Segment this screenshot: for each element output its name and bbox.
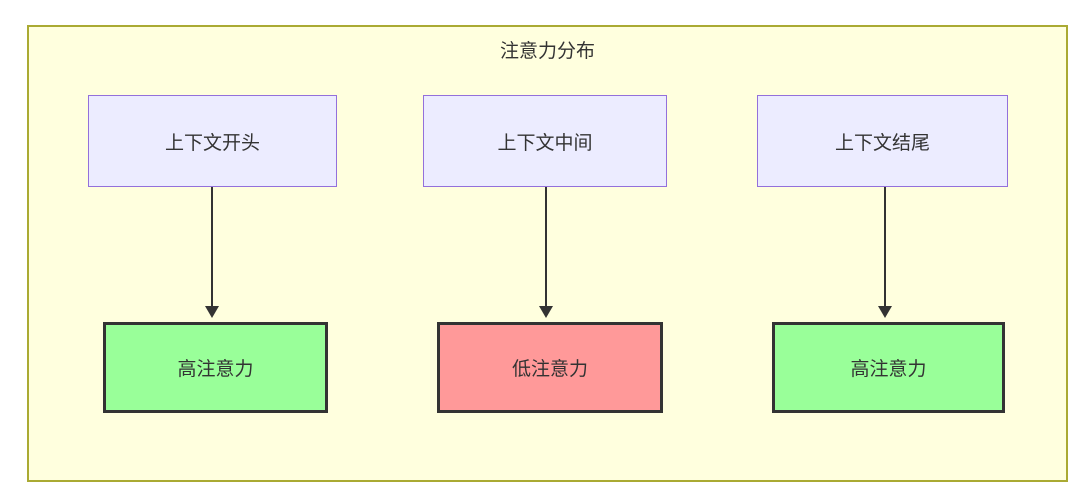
node-context-beginning: 上下文开头 [88,95,337,187]
arrow-head-icon [205,306,219,318]
node-high-attention-left: 高注意力 [103,322,328,413]
attention-distribution-container: 注意力分布 上下文开头 上下文中间 上下文结尾 高注意力 低注意力 高注意力 [27,25,1068,482]
arrow-line [211,187,213,306]
node-context-end: 上下文结尾 [757,95,1008,187]
node-low-attention-middle: 低注意力 [437,322,663,413]
arrow-head-icon [539,306,553,318]
arrow-head-icon [878,306,892,318]
node-high-attention-right: 高注意力 [772,322,1005,413]
arrow-line [884,187,886,306]
node-context-middle: 上下文中间 [423,95,667,187]
arrow-line [545,187,547,306]
diagram-title: 注意力分布 [499,41,595,62]
